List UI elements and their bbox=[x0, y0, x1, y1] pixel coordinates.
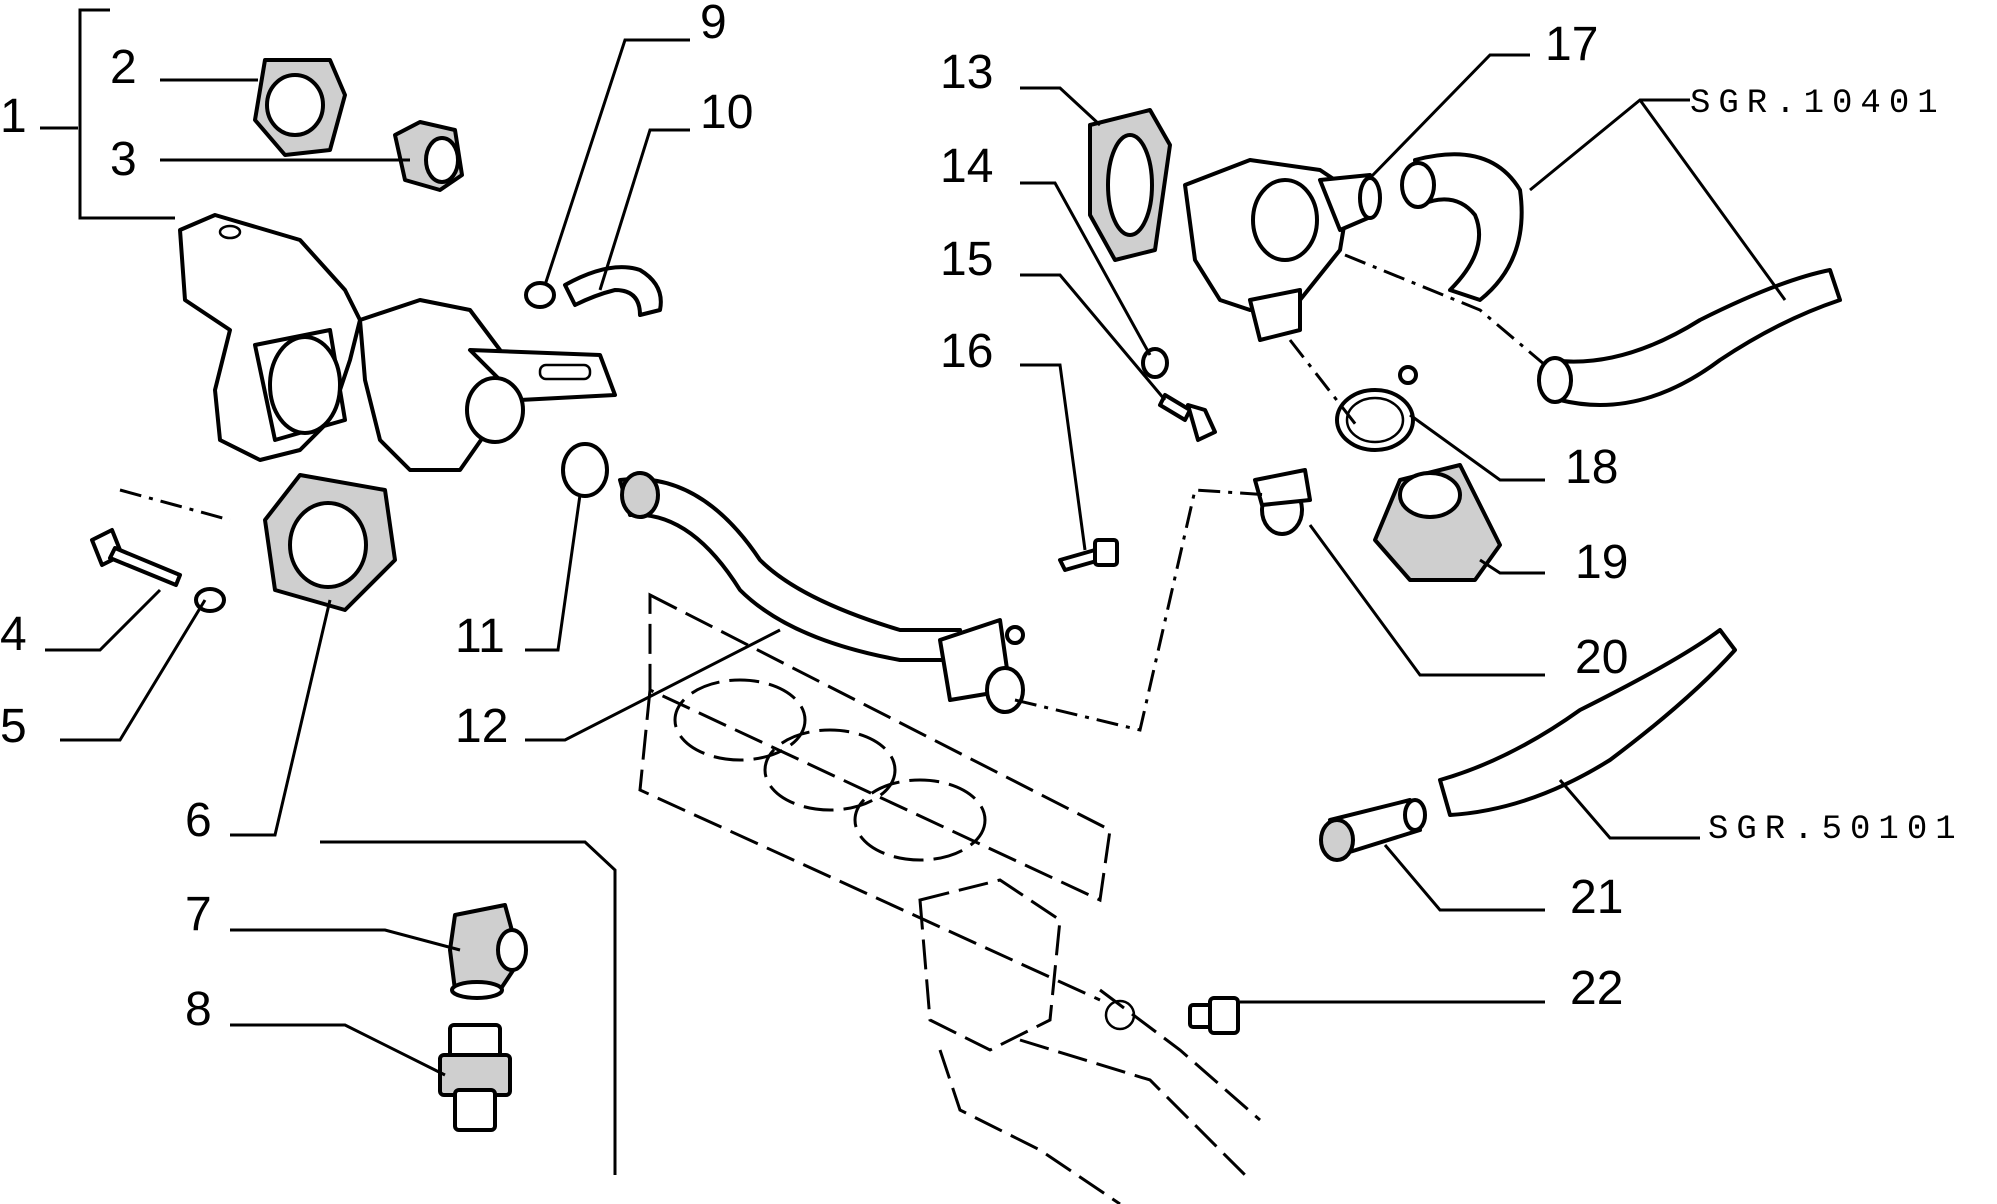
thermostat-housing-part-17 bbox=[1183, 158, 1382, 342]
label-part-1: 1 bbox=[0, 90, 27, 143]
part-labels: 1 2 3 4 5 6 7 8 9 10 11 12 13 14 15 16 1… bbox=[0, 0, 1964, 1036]
assembly-line-a bbox=[1014, 488, 1271, 732]
label-part-2: 2 bbox=[110, 41, 137, 94]
label-part-17: 17 bbox=[1545, 18, 1598, 71]
gasket-part-6 bbox=[263, 473, 397, 612]
assembly-line-c bbox=[1288, 339, 1362, 431]
reference-lower: SGR.50101 bbox=[1708, 811, 1964, 849]
pipe-part-21 bbox=[1319, 798, 1427, 862]
washer-part-14 bbox=[1141, 347, 1169, 379]
label-part-9: 9 bbox=[700, 0, 727, 49]
upper-hose bbox=[1400, 152, 1842, 407]
label-part-14: 14 bbox=[940, 140, 993, 193]
plug-part-22 bbox=[1188, 996, 1240, 1035]
pipe-part-12 bbox=[618, 471, 1025, 714]
water-pump-housing bbox=[178, 213, 617, 472]
assembly-line-b bbox=[1344, 253, 1546, 367]
clamp-part-9 bbox=[524, 281, 556, 309]
gasket-part-2 bbox=[253, 58, 347, 157]
label-part-6: 6 bbox=[185, 794, 212, 847]
lower-hose bbox=[1438, 628, 1737, 817]
bolt-part-4 bbox=[90, 528, 182, 587]
bolt-part-15 bbox=[1158, 393, 1217, 442]
reference-upper: SGR.10401 bbox=[1690, 85, 1946, 123]
bush-part-3 bbox=[393, 120, 464, 192]
label-part-8: 8 bbox=[185, 983, 212, 1036]
seal-ring-part-11 bbox=[561, 442, 609, 498]
assembly-line-d bbox=[119, 488, 231, 522]
separator-bracket bbox=[320, 840, 617, 1175]
label-part-13: 13 bbox=[940, 46, 993, 99]
label-part-18: 18 bbox=[1565, 441, 1618, 494]
elbow-fitting-part-7 bbox=[448, 903, 528, 1000]
label-part-3: 3 bbox=[110, 133, 137, 186]
union-fitting-part-8 bbox=[438, 1023, 512, 1132]
label-part-15: 15 bbox=[940, 233, 993, 286]
gasket-part-13 bbox=[1088, 108, 1172, 262]
label-part-20: 20 bbox=[1575, 631, 1628, 684]
clamp-part-20 bbox=[1253, 468, 1312, 536]
label-part-22: 22 bbox=[1570, 962, 1623, 1015]
sleeve-part-19 bbox=[1373, 463, 1502, 582]
label-part-11: 11 bbox=[455, 610, 505, 663]
label-part-16: 16 bbox=[940, 325, 993, 378]
label-part-10: 10 bbox=[700, 86, 753, 139]
label-part-12: 12 bbox=[455, 700, 508, 753]
label-part-7: 7 bbox=[185, 888, 212, 941]
leader-lines bbox=[40, 38, 1787, 1077]
group-bracket-1 bbox=[78, 8, 175, 220]
hose-part-10 bbox=[563, 265, 663, 317]
label-part-19: 19 bbox=[1575, 536, 1628, 589]
screw-part-16 bbox=[1058, 538, 1119, 572]
engine-block-outline bbox=[638, 592, 1261, 1204]
label-part-5: 5 bbox=[0, 700, 27, 753]
label-part-21: 21 bbox=[1570, 871, 1623, 924]
clamp-part-18 bbox=[1335, 365, 1418, 452]
label-part-4: 4 bbox=[0, 608, 27, 661]
